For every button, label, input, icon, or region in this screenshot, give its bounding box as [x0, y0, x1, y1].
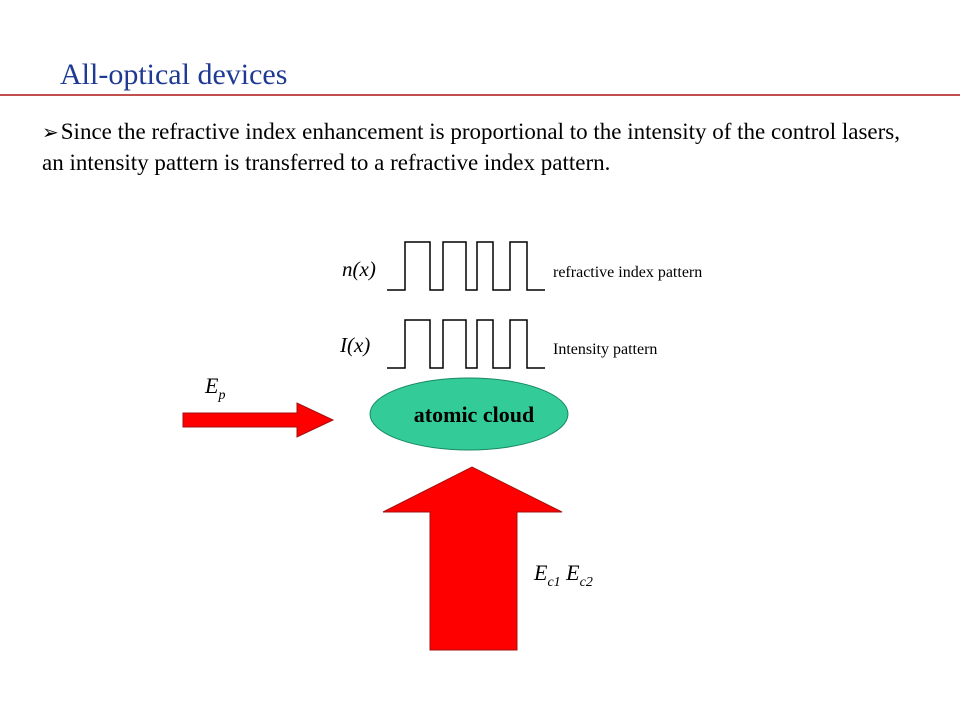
- n-label: n(x): [342, 257, 376, 281]
- slide-title: All-optical devices: [60, 58, 288, 91]
- title-rule: [0, 94, 960, 96]
- bullet-text: Since the refractive index enhancement i…: [42, 119, 900, 175]
- i-label: I(x): [339, 333, 370, 357]
- cloud-label: atomic cloud: [414, 402, 534, 427]
- bullet-arrow-icon: ➢: [42, 122, 59, 144]
- refractive-caption: refractive index pattern: [553, 264, 702, 281]
- probe-arrow: [182, 402, 335, 438]
- refractive-index-wave: [387, 241, 545, 291]
- intensity-wave: [387, 319, 545, 369]
- control-arrow: [382, 466, 563, 651]
- intensity-caption: Intensity pattern: [553, 341, 657, 358]
- control-label: Ec1 Ec2: [533, 560, 593, 590]
- atomic-cloud: [369, 377, 569, 451]
- probe-label: Ep: [204, 373, 225, 403]
- bullet-paragraph: ➢Since the refractive index enhancement …: [42, 117, 922, 178]
